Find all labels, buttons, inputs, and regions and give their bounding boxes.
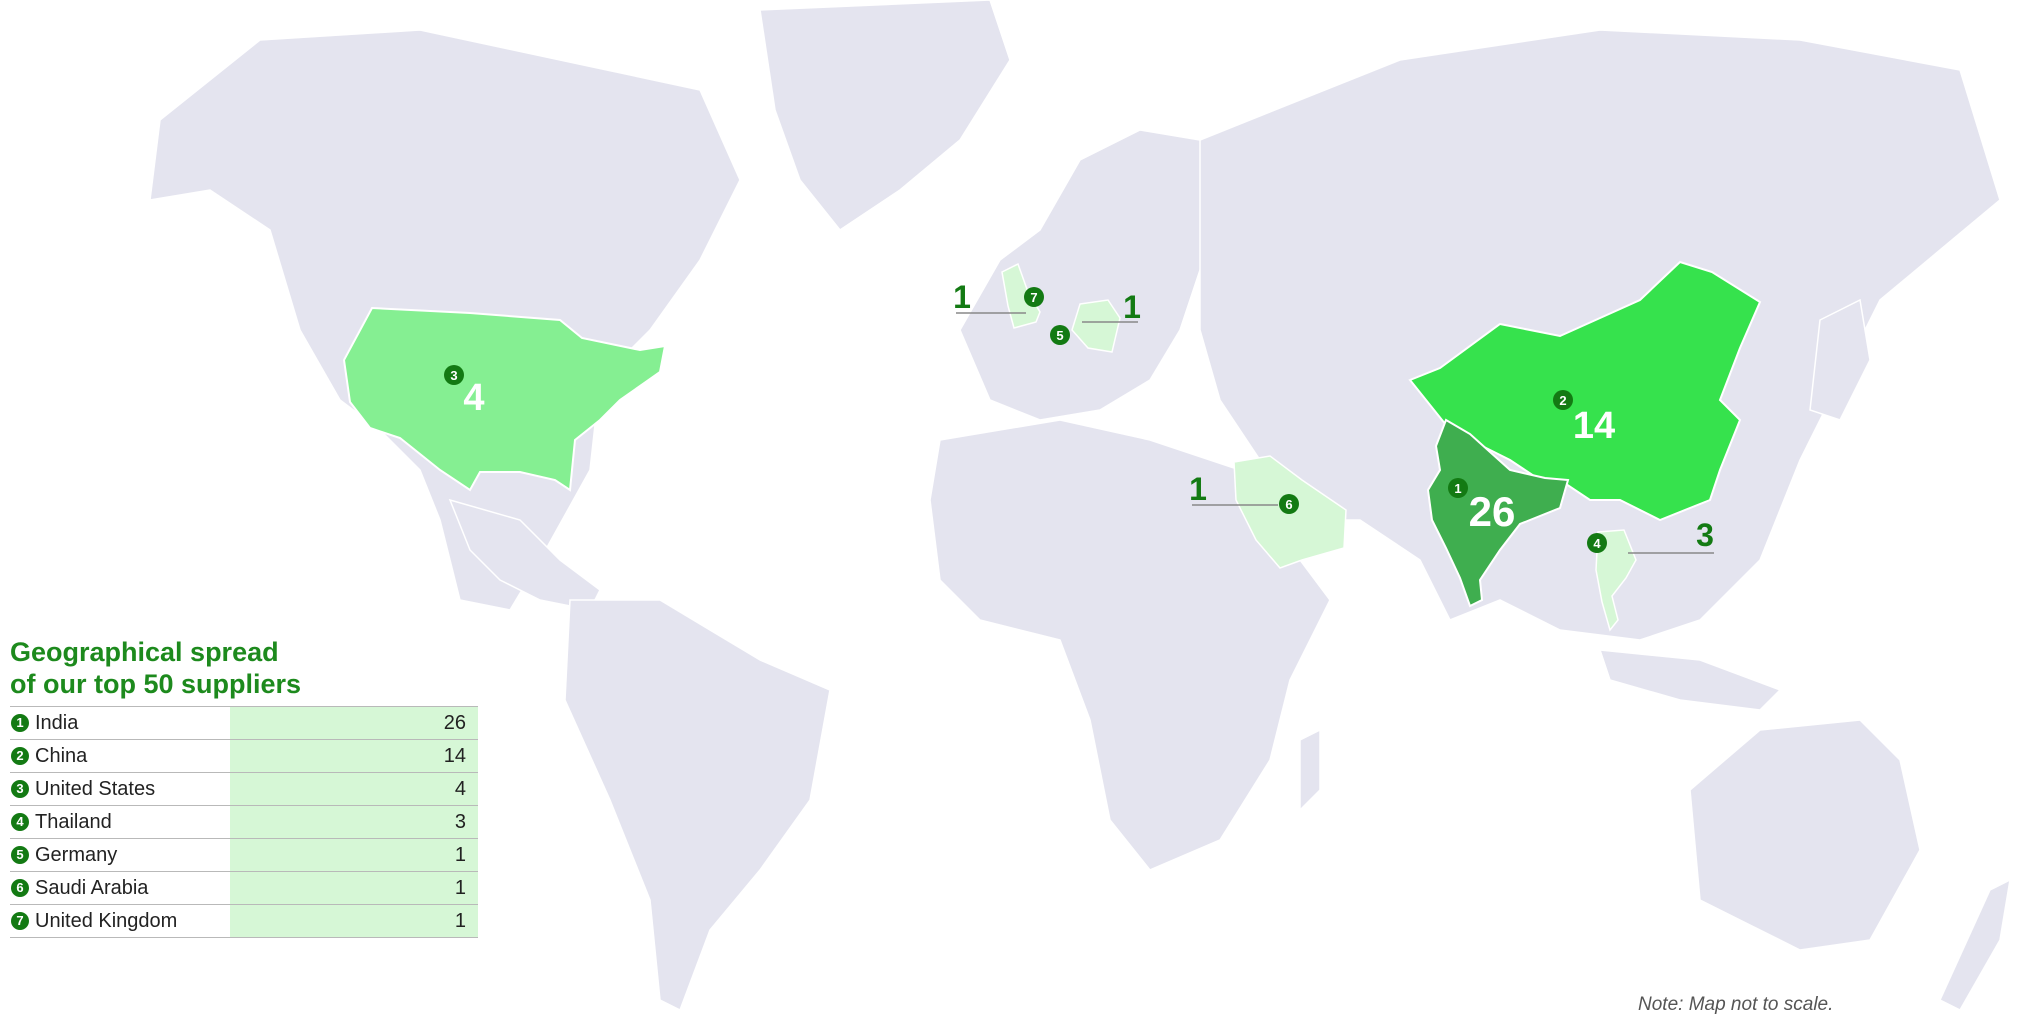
- badge-4: [1587, 533, 1607, 553]
- country-cell: 7 United Kingdom: [10, 905, 230, 938]
- table-row: 2 China 14: [10, 739, 478, 773]
- table-row: 6 Saudi Arabia 1: [10, 871, 478, 905]
- country-name: Saudi Arabia: [35, 876, 149, 899]
- indonesia: [1598, 649, 1782, 711]
- badge-6: [1279, 494, 1299, 514]
- rank-badge: 5: [11, 846, 29, 865]
- label-thailand: 4 3: [1587, 517, 1714, 554]
- country-cell: 2 China: [10, 740, 230, 773]
- count-cell: 1: [230, 904, 478, 938]
- rank-badge: 6: [11, 879, 29, 898]
- country-name: United States: [35, 777, 156, 800]
- value-china: 14: [1573, 405, 1615, 447]
- value-united-kingdom: 1: [953, 279, 971, 315]
- rank-badge: 3: [11, 780, 29, 799]
- badge-3: [444, 365, 464, 385]
- country-united-states: [342, 306, 667, 492]
- badge-label: 1: [1454, 481, 1461, 496]
- country-name: Germany: [35, 843, 118, 866]
- country-name: United Kingdom: [35, 909, 178, 932]
- label-saudi-arabia: 6 1: [1189, 471, 1299, 514]
- panel-title-line-1: Geographical spread: [10, 637, 279, 667]
- table-row: 7 United Kingdom 1: [10, 904, 478, 938]
- rank-badge: 4: [11, 813, 29, 832]
- badge-1: [1448, 478, 1468, 498]
- country-india: [1426, 418, 1570, 608]
- rank-badge: 1: [11, 714, 29, 733]
- value-saudi-arabia: 1: [1189, 471, 1207, 507]
- badge-label: 7: [1030, 290, 1037, 305]
- madagascar: [1299, 728, 1321, 812]
- country-cell: 6 Saudi Arabia: [10, 872, 230, 905]
- panel-title-line-2: of our top 50 suppliers: [10, 669, 302, 699]
- value-germany: 1: [1123, 289, 1141, 325]
- country-cell: 5 Germany: [10, 839, 230, 872]
- label-united-kingdom: 7 1: [953, 279, 1044, 315]
- south-america: [564, 599, 831, 1012]
- country-cell: 1 India: [10, 707, 230, 740]
- country-name: Thailand: [35, 810, 112, 833]
- suppliers-panel: Geographical spread of our top 50 suppli…: [10, 636, 480, 938]
- count-cell: 14: [230, 739, 478, 773]
- country-cell: 3 United States: [10, 773, 230, 806]
- country-germany: [1071, 299, 1121, 353]
- badge-label: 4: [1593, 536, 1601, 551]
- count-cell: 1: [230, 838, 478, 872]
- country-name: China: [35, 744, 88, 767]
- country-name: India: [35, 711, 79, 734]
- africa: [929, 419, 1331, 871]
- count-cell: 3: [230, 805, 478, 839]
- badge-2: [1553, 390, 1573, 410]
- label-united-states: 3 4: [444, 365, 485, 419]
- country-united-kingdom: [1001, 262, 1041, 329]
- rank-badge: 7: [11, 912, 29, 931]
- map-note: Note: Map not to scale.: [1638, 994, 1834, 1015]
- table-row: 5 Germany 1: [10, 838, 478, 872]
- label-china: 2 14: [1553, 390, 1615, 447]
- country-cell: 4 Thailand: [10, 806, 230, 839]
- greenland: [759, 0, 1011, 232]
- badge-label: 3: [450, 368, 457, 383]
- australia: [1689, 719, 1921, 951]
- table-row: 1 India 26: [10, 706, 478, 740]
- badge-7: [1024, 287, 1044, 307]
- label-germany: 5 1: [1050, 289, 1141, 345]
- new-zealand: [1939, 878, 2011, 1011]
- count-cell: 1: [230, 871, 478, 905]
- europe: [959, 129, 1231, 421]
- label-india: 1 26: [1448, 478, 1515, 535]
- badge-label: 6: [1285, 497, 1292, 512]
- table-row: 4 Thailand 3: [10, 805, 478, 839]
- japan: [1809, 298, 1871, 421]
- table-row: 3 United States 4: [10, 772, 478, 806]
- badge-label: 5: [1056, 328, 1063, 343]
- count-cell: 26: [230, 706, 478, 740]
- panel-title: Geographical spread of our top 50 suppli…: [10, 636, 480, 700]
- value-thailand: 3: [1696, 517, 1714, 553]
- value-india: 26: [1469, 488, 1516, 535]
- value-united-states: 4: [463, 377, 484, 419]
- count-cell: 4: [230, 772, 478, 806]
- badge-label: 2: [1559, 393, 1566, 408]
- rank-badge: 2: [11, 747, 29, 766]
- country-thailand: [1595, 529, 1637, 632]
- badge-5: [1050, 325, 1070, 345]
